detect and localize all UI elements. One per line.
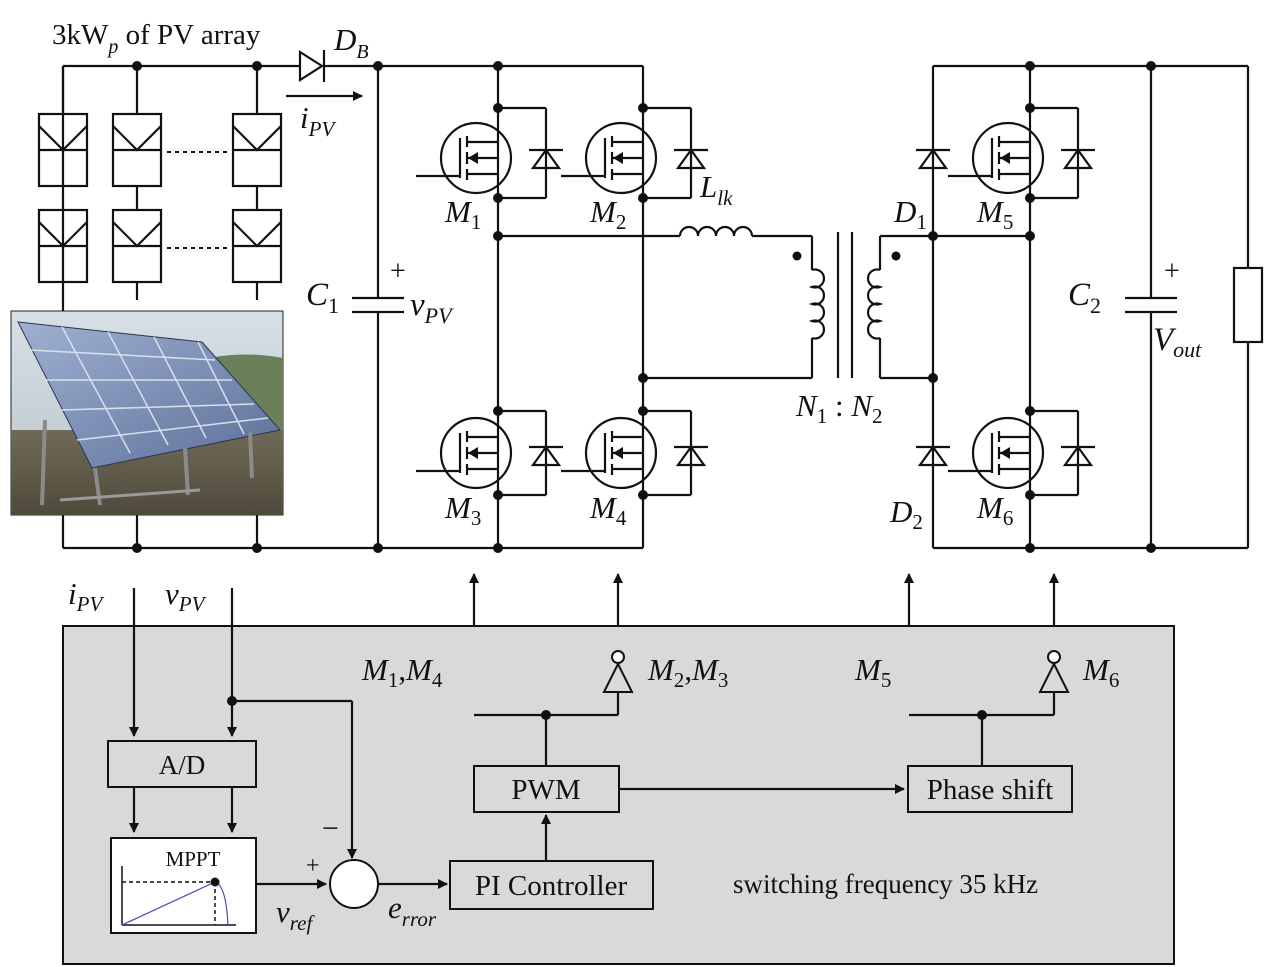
inverter-m2-m3 bbox=[602, 661, 634, 693]
diode-d1 bbox=[916, 148, 950, 170]
mosfet-m4 bbox=[559, 406, 708, 500]
transformer bbox=[792, 232, 1030, 380]
mosfet-m3 bbox=[414, 406, 563, 500]
m2-label: M2 bbox=[589, 194, 626, 234]
switching-frequency-note: switching frequency 35 kHz bbox=[733, 869, 1038, 899]
pi-label: PI Controller bbox=[475, 870, 628, 902]
phase-shift-block bbox=[907, 765, 1073, 813]
full-bridge bbox=[414, 61, 812, 553]
pv-array-label: 3kWp of PV array bbox=[52, 19, 261, 58]
vpv-label: vPV bbox=[410, 287, 454, 328]
db-label: DB bbox=[333, 22, 369, 63]
turns-ratio-label: N1 : N2 bbox=[795, 388, 883, 428]
pv-string-2 bbox=[231, 66, 283, 548]
pv-string-1 bbox=[111, 66, 163, 548]
mosfet-m1 bbox=[414, 103, 563, 203]
capacitor-c1 bbox=[352, 66, 404, 548]
mppt-block bbox=[110, 837, 257, 934]
error-label: error bbox=[388, 890, 437, 931]
m1-m4-gate-label: M1,M4 bbox=[361, 652, 443, 692]
m5-gate-label: M5 bbox=[854, 652, 891, 692]
secondary-rectifier bbox=[916, 61, 1264, 553]
pi-controller-block bbox=[449, 860, 654, 910]
diode-d2 bbox=[916, 445, 950, 467]
d2-label: D2 bbox=[889, 494, 923, 534]
inductor-llk bbox=[678, 225, 812, 238]
mosfet-m2 bbox=[559, 103, 708, 203]
c1-plus: + bbox=[390, 256, 406, 287]
pwm-block bbox=[473, 765, 620, 813]
mosfet-m6 bbox=[946, 406, 1095, 500]
mppt-label: MPPT bbox=[166, 847, 221, 871]
control-vpv-label: vPV bbox=[165, 576, 207, 616]
load-resistor bbox=[1232, 66, 1264, 548]
ad-converter-block bbox=[107, 740, 257, 788]
m6-gate-label: M6 bbox=[1082, 652, 1119, 692]
c2-plus: + bbox=[1164, 256, 1180, 287]
inverter-m6 bbox=[1038, 661, 1070, 693]
vref-label: vref bbox=[276, 894, 315, 935]
sum-minus: − bbox=[322, 812, 339, 845]
m4-label: M4 bbox=[589, 490, 627, 530]
pv-panel-photo bbox=[10, 310, 284, 516]
pv-array bbox=[37, 61, 643, 553]
m6-label: M6 bbox=[976, 490, 1013, 530]
d1-label: D1 bbox=[893, 194, 927, 234]
llk-label: Llk bbox=[699, 169, 733, 210]
mosfet-m5 bbox=[946, 103, 1095, 203]
sum-plus: + bbox=[306, 853, 320, 879]
m3-label: M3 bbox=[444, 490, 481, 530]
m2-m3-gate-label: M2,M3 bbox=[647, 652, 728, 692]
ad-label: A/D bbox=[159, 750, 206, 780]
pv-string-0 bbox=[37, 66, 89, 284]
ipv-label: iPV bbox=[300, 100, 336, 141]
m1-label: M1 bbox=[444, 194, 481, 234]
control-ipv-label: iPV bbox=[68, 576, 104, 616]
c1-label: C1 bbox=[306, 277, 339, 318]
vout-label: Vout bbox=[1153, 322, 1202, 362]
phase-shift-label: Phase shift bbox=[927, 774, 1053, 806]
summing-junction bbox=[329, 859, 379, 909]
capacitor-c2 bbox=[1125, 61, 1177, 553]
c2-label: C2 bbox=[1068, 277, 1101, 318]
m5-label: M5 bbox=[976, 194, 1013, 234]
pwm-label: PWM bbox=[511, 774, 580, 806]
